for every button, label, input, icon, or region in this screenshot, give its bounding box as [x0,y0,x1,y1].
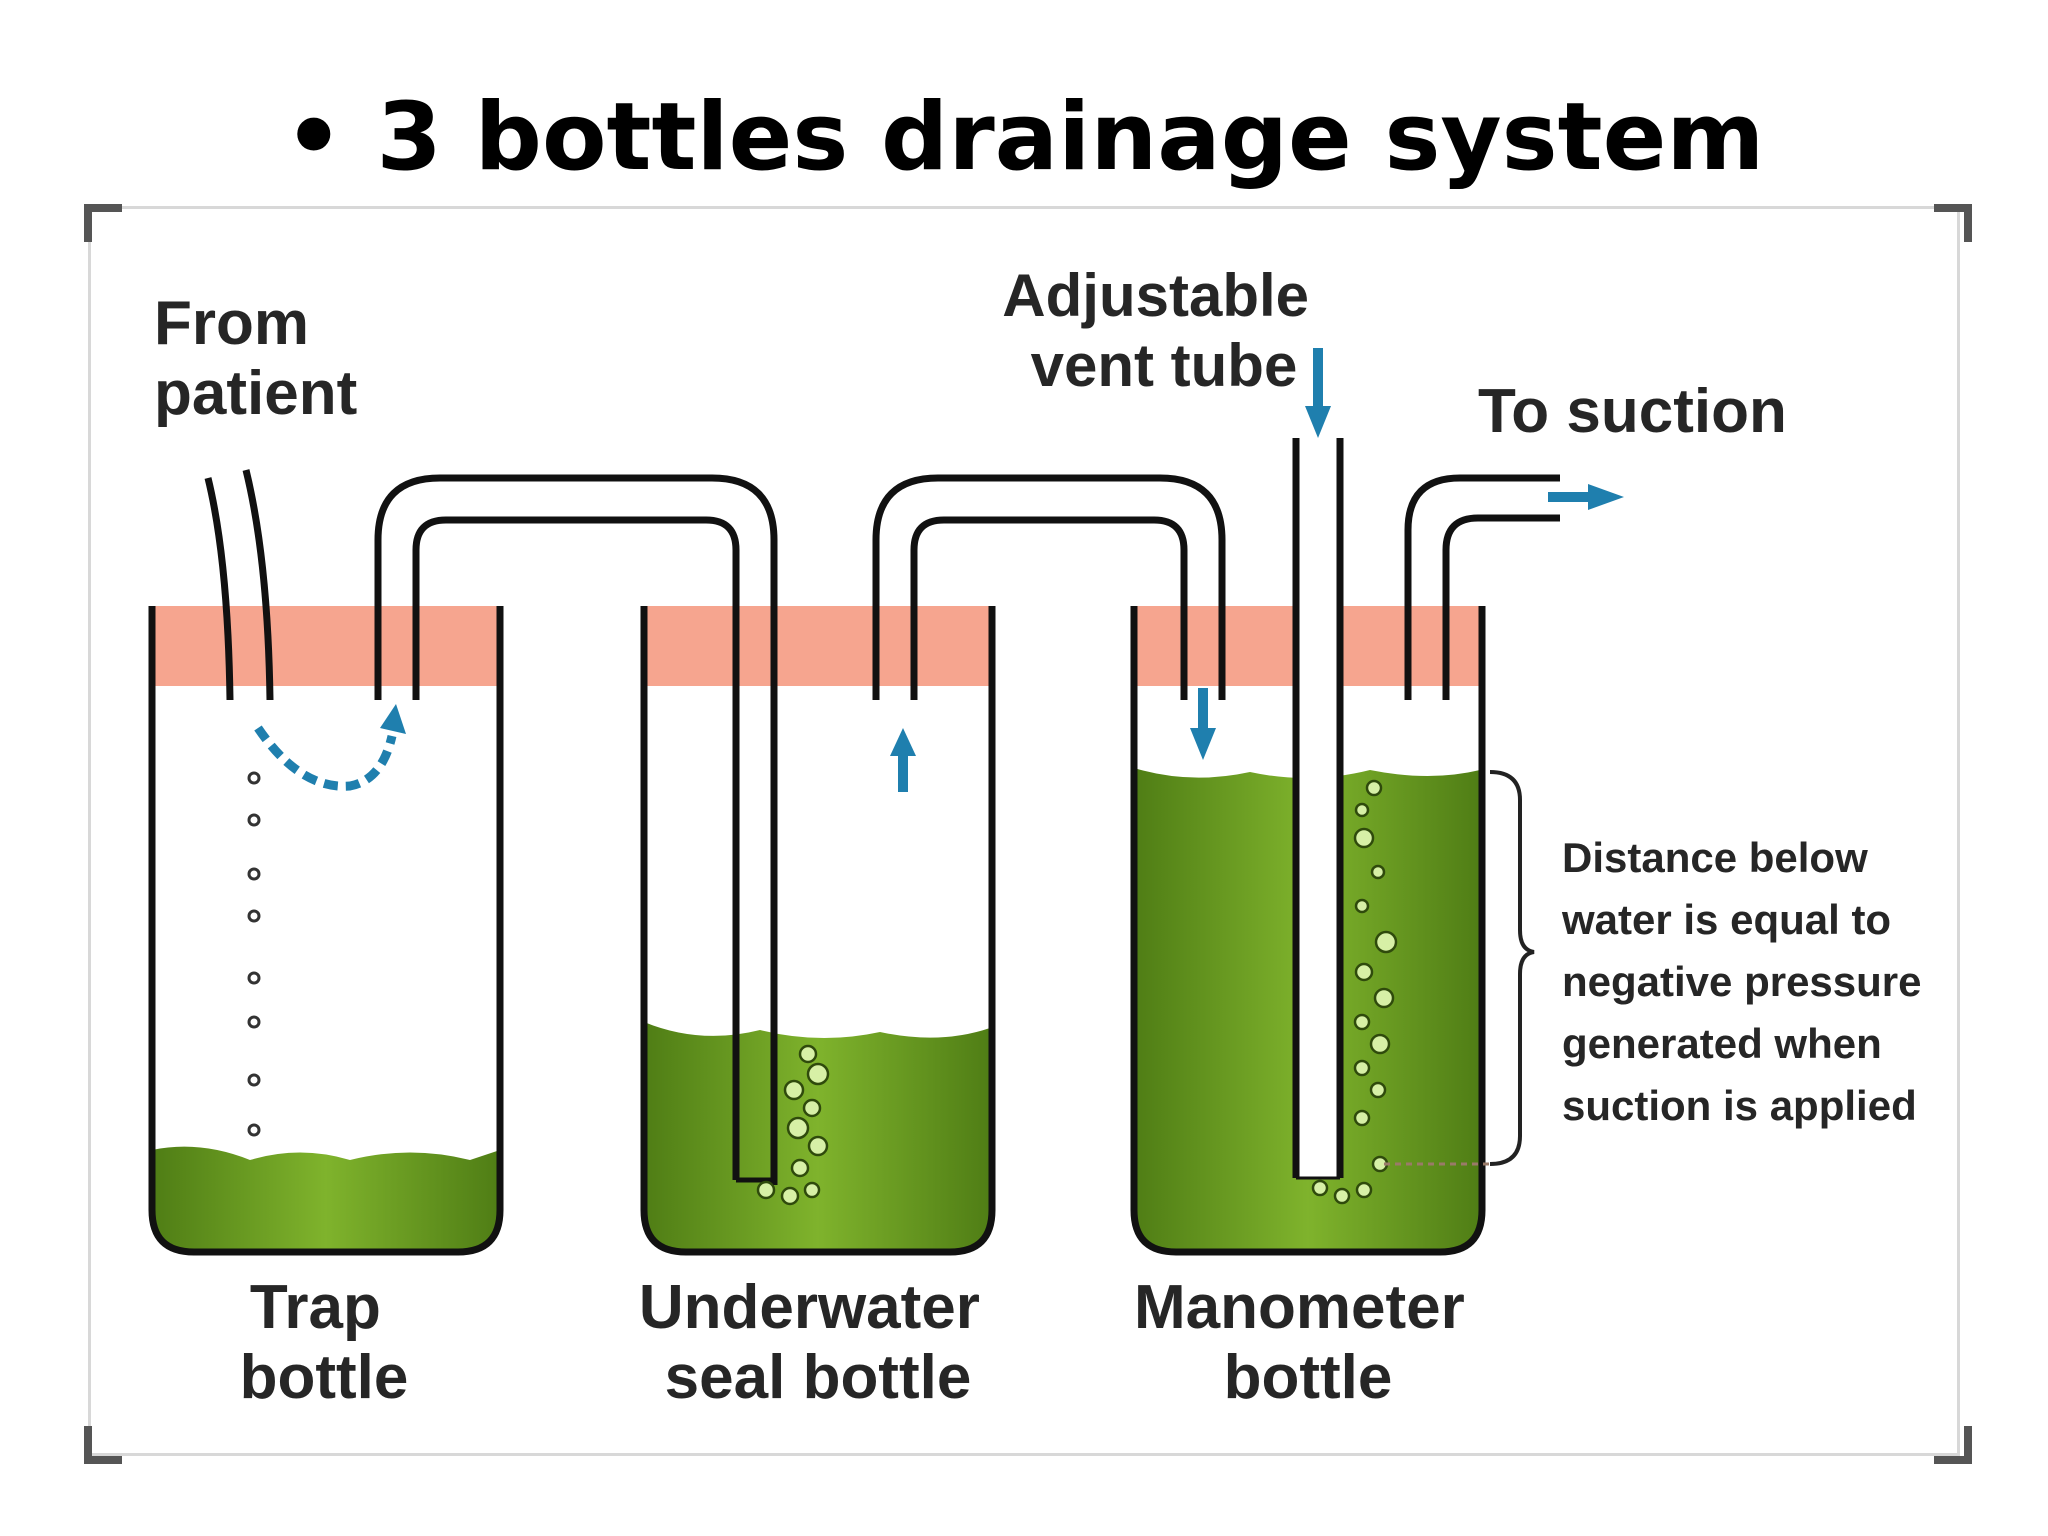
frame-corner-mark [84,204,122,242]
frame-corner-mark [1934,204,1972,242]
to-suction-label: To suction [1478,377,1787,446]
adjustable-vent-label: Adjustable vent tube [1002,262,1325,399]
trap-drops [247,771,261,1137]
seal-up-arrow [890,728,916,792]
trap-stopper [152,606,500,686]
manometer-bottle-label: Manometer bottle [1134,1273,1482,1412]
pressure-brace [1384,770,1535,1166]
distance-note: Distance below water is equal to negativ… [1561,834,1933,1129]
trap-bottle [148,606,504,1256]
slide-title: • 3 bottles drainage system [283,83,1765,192]
suction-tube [1404,474,1560,700]
vent-down-arrow [1305,348,1331,438]
trap-flow-arrow [254,725,397,791]
seal-bottle-label: Underwater seal bottle [639,1273,997,1412]
seal-to-manometer-tube [872,474,1226,700]
vent-tube [1292,438,1344,1180]
trap-bottle-outline [148,606,504,1256]
suction-out-arrow [1548,484,1624,510]
flow-arrows [254,348,1624,792]
frame-corner-mark [1934,1426,1972,1464]
patient-tube [204,469,274,701]
seal-bubbles [756,1044,830,1206]
manometer-down-arrow [1190,688,1216,760]
trap-liquid [152,1146,500,1250]
trap-to-seal-tube [374,474,778,1185]
trap-bottle-label: Trap bottle [240,1273,409,1412]
frame-corner-mark [84,1426,122,1464]
manometer-bubbles [1311,779,1398,1205]
manometer-bottle-outline [1130,606,1486,1256]
seal-stopper [644,606,992,686]
seal-bottle-outline [640,606,996,1256]
from-patient-label: From patient [154,289,357,428]
